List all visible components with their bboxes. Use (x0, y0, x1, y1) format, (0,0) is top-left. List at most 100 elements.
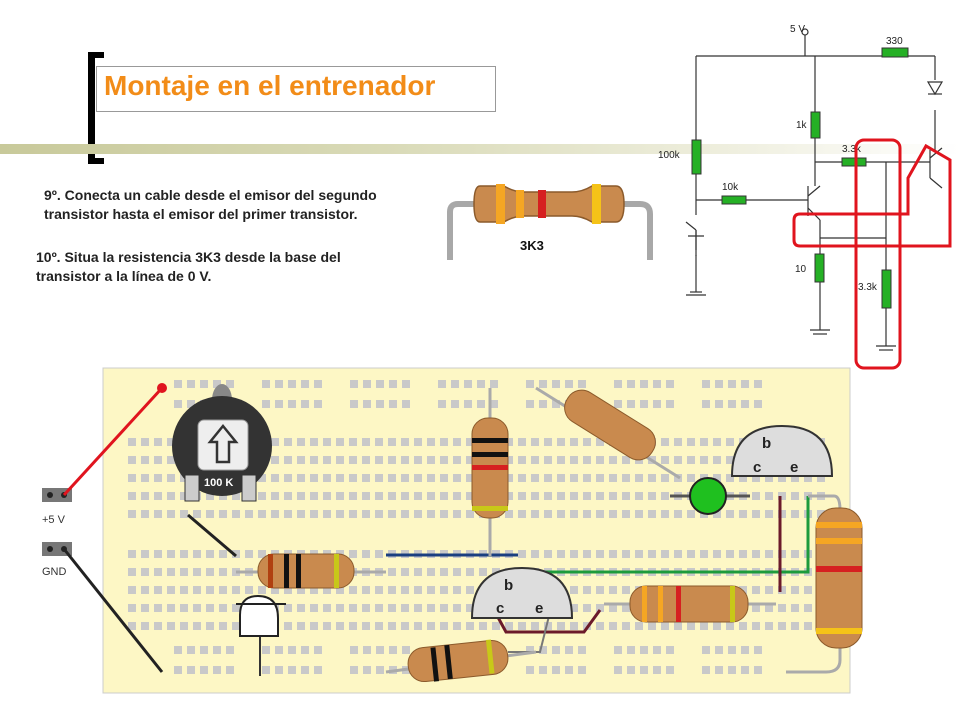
breadboard-hole (219, 550, 227, 558)
breadboard-hole (363, 380, 371, 388)
breadboard-hole (661, 456, 669, 464)
breadboard-hole (544, 550, 552, 558)
resistor-vertical-3k3 (786, 494, 863, 674)
breadboard-hole (557, 474, 565, 482)
breadboard-hole (648, 474, 656, 482)
breadboard-hole (739, 510, 747, 518)
breadboard-hole (726, 510, 734, 518)
breadboard-hole (314, 400, 322, 408)
breadboard-hole (653, 400, 661, 408)
breadboard-hole (609, 586, 617, 594)
breadboard-hole (401, 604, 409, 612)
breadboard-hole (187, 400, 195, 408)
breadboard-hole (453, 456, 461, 464)
breadboard-hole (323, 604, 331, 612)
breadboard-hole (349, 586, 357, 594)
breadboard-hole (653, 380, 661, 388)
page-title: Montaje en el entrenador (104, 70, 436, 101)
breadboard-hole (427, 510, 435, 518)
breadboard-hole (288, 380, 296, 388)
breadboard-hole (609, 550, 617, 558)
breadboard-hole (713, 456, 721, 464)
breadboard-hole (687, 474, 695, 482)
breadboard-hole (518, 492, 526, 500)
breadboard-hole (245, 550, 253, 558)
breadboard-hole (726, 474, 734, 482)
breadboard-hole (141, 550, 149, 558)
breadboard-hole (438, 400, 446, 408)
breadboard-hole (219, 586, 227, 594)
breadboard-hole (492, 622, 500, 630)
breadboard-hole (817, 510, 825, 518)
breadboard-hole (739, 474, 747, 482)
breadboard-hole (310, 474, 318, 482)
breadboard-hole (674, 456, 682, 464)
breadboard-hole (262, 380, 270, 388)
breadboard-hole (713, 474, 721, 482)
breadboard-hole (288, 646, 296, 654)
breadboard-hole (128, 568, 136, 576)
breadboard-hole (440, 492, 448, 500)
schem-r3k3-top (841, 157, 867, 167)
breadboard-hole (174, 380, 182, 388)
resistor-horizontal-3 (385, 639, 537, 683)
schem-r100k (691, 139, 702, 175)
breadboard-hole (661, 622, 669, 630)
breadboard-hole (715, 380, 723, 388)
breadboard-hole (167, 586, 175, 594)
schem-r10 (814, 253, 825, 283)
transistor-1: b c e (730, 424, 834, 477)
breadboard-hole (778, 586, 786, 594)
breadboard-hole (314, 380, 322, 388)
breadboard-hole (596, 456, 604, 464)
breadboard-hole (288, 400, 296, 408)
breadboard-hole (702, 666, 710, 674)
breadboard-hole (453, 474, 461, 482)
breadboard-hole (245, 586, 253, 594)
breadboard-hole (206, 492, 214, 500)
breadboard-hole (565, 646, 573, 654)
schem-label-1k: 1k (796, 120, 808, 131)
breadboard-hole (627, 380, 635, 388)
breadboard-hole (526, 380, 534, 388)
breadboard-hole (552, 646, 560, 654)
breadboard-hole (453, 604, 461, 612)
breadboard-hole (648, 510, 656, 518)
breadboard-hole (451, 380, 459, 388)
breadboard-hole (388, 586, 396, 594)
breadboard-hole (804, 474, 812, 482)
breadboard-hole (627, 666, 635, 674)
breadboard-hole (765, 510, 773, 518)
breadboard-hole (427, 568, 435, 576)
breadboard-hole (180, 492, 188, 500)
plus5v-terminal (42, 488, 72, 502)
breadboard-hole (414, 474, 422, 482)
resistor-photo-label: 3K3 (520, 238, 544, 253)
breadboard-hole (314, 666, 322, 674)
breadboard-hole (622, 474, 630, 482)
breadboard-hole (128, 492, 136, 500)
schem-r1k (810, 111, 821, 139)
breadboard-hole (702, 400, 710, 408)
band-4 (592, 184, 601, 224)
breadboard-hole (336, 474, 344, 482)
breadboard-hole (570, 438, 578, 446)
breadboard-hole (128, 622, 136, 630)
breadboard-hole (401, 622, 409, 630)
breadboard-hole (754, 666, 762, 674)
breadboard-hole (375, 438, 383, 446)
schem-label-100k: 100k (658, 150, 681, 161)
breadboard-hole (765, 586, 773, 594)
breadboard-hole (531, 492, 539, 500)
breadboard-hole (466, 438, 474, 446)
breadboard-hole (539, 646, 547, 654)
breadboard-hole (323, 456, 331, 464)
breadboard-hole (739, 622, 747, 630)
breadboard-hole (557, 456, 565, 464)
breadboard-hole (206, 586, 214, 594)
breadboard-hole (141, 510, 149, 518)
schem-led (926, 81, 944, 96)
breadboard-hole (648, 550, 656, 558)
breadboard-hole (226, 380, 234, 388)
schem-r3k3-bottom (881, 269, 892, 309)
